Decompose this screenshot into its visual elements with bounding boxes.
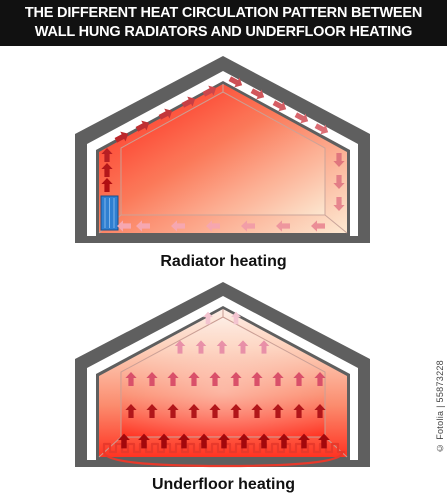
underfloor-rising-arrows bbox=[118, 311, 330, 449]
rising-heat-arrow bbox=[293, 404, 305, 418]
radiator-arrow bbox=[136, 220, 150, 232]
rising-heat-arrow bbox=[230, 372, 242, 386]
rising-heat-arrow bbox=[167, 372, 179, 386]
radiator-circulation-arrows bbox=[101, 76, 345, 232]
rising-heat-arrow bbox=[258, 340, 270, 354]
radiator-caption: Radiator heating bbox=[160, 253, 287, 270]
radiator-arrow bbox=[333, 153, 345, 167]
radiator-arrow bbox=[202, 85, 217, 97]
title-line-2: WALL HUNG RADIATORS AND UNDERFLOOR HEATI… bbox=[34, 24, 413, 40]
rising-heat-arrow bbox=[158, 433, 170, 449]
rising-heat-arrow bbox=[125, 372, 137, 386]
radiator-arrow bbox=[181, 96, 196, 108]
radiator-arrow bbox=[228, 76, 243, 88]
radiator-icon bbox=[100, 195, 119, 231]
radiator-arrow bbox=[272, 100, 287, 112]
title-line-1: THE DIFFERENT HEAT CIRCULATION PATTERN B… bbox=[24, 5, 423, 21]
radiator-arrow bbox=[171, 220, 185, 232]
rising-heat-arrow bbox=[298, 433, 310, 449]
radiator-arrow bbox=[135, 120, 150, 132]
rising-heat-arrow bbox=[209, 372, 221, 386]
rising-heat-arrow bbox=[272, 404, 284, 418]
rising-heat-arrow bbox=[237, 340, 249, 354]
radiator-arrow bbox=[276, 220, 290, 232]
rising-heat-arrow bbox=[258, 433, 270, 449]
rising-heat-arrow bbox=[230, 404, 242, 418]
rising-heat-arrow bbox=[174, 340, 186, 354]
radiator-arrow bbox=[206, 220, 220, 232]
underfloor-house bbox=[75, 282, 370, 468]
rising-heat-arrow bbox=[195, 340, 207, 354]
rising-heat-arrow bbox=[188, 404, 200, 418]
radiator-arrow bbox=[101, 148, 113, 162]
rising-heat-arrow bbox=[146, 404, 158, 418]
radiator-arrow bbox=[101, 178, 113, 192]
rising-heat-arrow bbox=[202, 311, 214, 325]
rising-heat-arrow bbox=[318, 433, 330, 449]
radiator-arrow bbox=[241, 220, 255, 232]
radiator-house bbox=[75, 56, 370, 243]
radiator-arrow bbox=[250, 88, 265, 100]
rising-heat-arrow bbox=[178, 433, 190, 449]
rising-heat-arrow bbox=[230, 311, 242, 325]
floor-line-right bbox=[324, 214, 348, 234]
rising-heat-arrow bbox=[138, 433, 150, 449]
radiator-arrow bbox=[314, 123, 329, 135]
rising-heat-arrow bbox=[146, 372, 158, 386]
radiator-arrow bbox=[333, 197, 345, 211]
rising-heat-arrow bbox=[278, 433, 290, 449]
rising-heat-arrow bbox=[167, 404, 179, 418]
rising-heat-arrow bbox=[251, 404, 263, 418]
watermark: © Fotolia | 55873228 bbox=[435, 360, 445, 453]
radiator-arrow bbox=[333, 175, 345, 189]
rising-heat-arrow bbox=[314, 372, 326, 386]
radiator-arrow bbox=[311, 220, 325, 232]
rising-heat-arrow bbox=[198, 433, 210, 449]
radiator-arrow bbox=[294, 112, 309, 124]
rising-heat-arrow bbox=[251, 372, 263, 386]
uf-floor-line-right bbox=[324, 436, 348, 458]
radiator-arrow bbox=[101, 163, 113, 177]
radiator-room-backwall bbox=[120, 91, 326, 216]
radiator-arrow bbox=[158, 108, 173, 120]
rising-heat-arrow bbox=[238, 433, 250, 449]
rising-heat-arrow bbox=[272, 372, 284, 386]
rising-heat-arrow bbox=[218, 433, 230, 449]
radiator-arrow bbox=[117, 220, 131, 232]
rising-heat-arrow bbox=[293, 372, 305, 386]
title-bar: THE DIFFERENT HEAT CIRCULATION PATTERN B… bbox=[0, 0, 447, 46]
rising-heat-arrow bbox=[209, 404, 221, 418]
underfloor-caption: Underfloor heating bbox=[151, 476, 296, 493]
rising-heat-arrow bbox=[314, 404, 326, 418]
rising-heat-arrow bbox=[188, 372, 200, 386]
rising-heat-arrow bbox=[118, 433, 130, 449]
rising-heat-arrow bbox=[125, 404, 137, 418]
rising-heat-arrow bbox=[216, 340, 228, 354]
radiator-arrow bbox=[114, 131, 129, 143]
